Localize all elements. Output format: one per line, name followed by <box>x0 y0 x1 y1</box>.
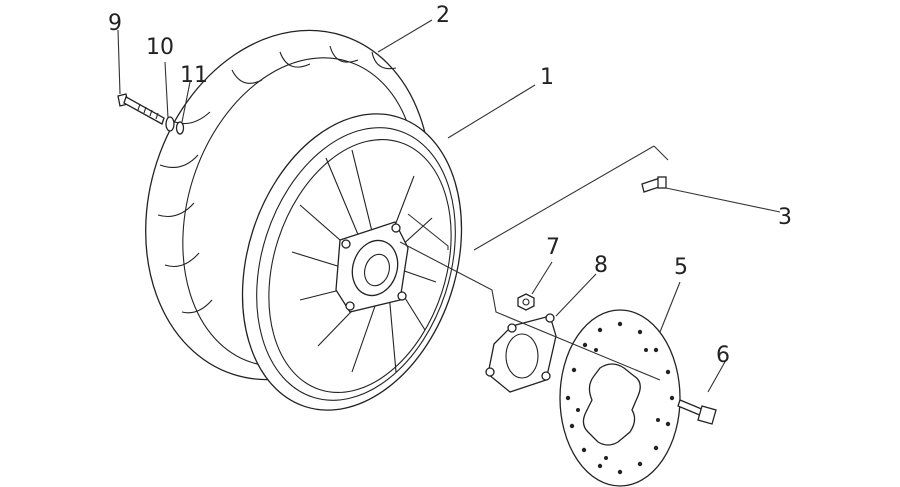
callout-2: 2 <box>436 3 450 28</box>
callout-10: 10 <box>146 35 174 60</box>
callout-8: 8 <box>594 253 608 278</box>
callout-5: 5 <box>674 255 688 280</box>
callout-labels: 1 2 3 5 6 7 8 9 10 11 <box>108 3 792 368</box>
callout-6: 6 <box>716 343 730 368</box>
disc-vent-holes <box>565 321 675 475</box>
axle-bolt <box>117 93 165 125</box>
wheel-rim <box>241 113 463 411</box>
valve-stem <box>641 176 667 193</box>
hex-nut <box>517 293 535 311</box>
leader-lines <box>117 19 781 393</box>
callout-9: 9 <box>108 11 122 36</box>
callout-7: 7 <box>546 235 560 260</box>
brake-disc <box>559 309 681 487</box>
washer <box>165 116 175 132</box>
disc-carrier <box>485 313 557 393</box>
callout-11: 11 <box>180 63 208 88</box>
callout-1: 1 <box>540 65 554 90</box>
disc-bolt <box>677 399 717 425</box>
spacer-ring <box>175 121 185 135</box>
callout-3: 3 <box>778 205 792 230</box>
